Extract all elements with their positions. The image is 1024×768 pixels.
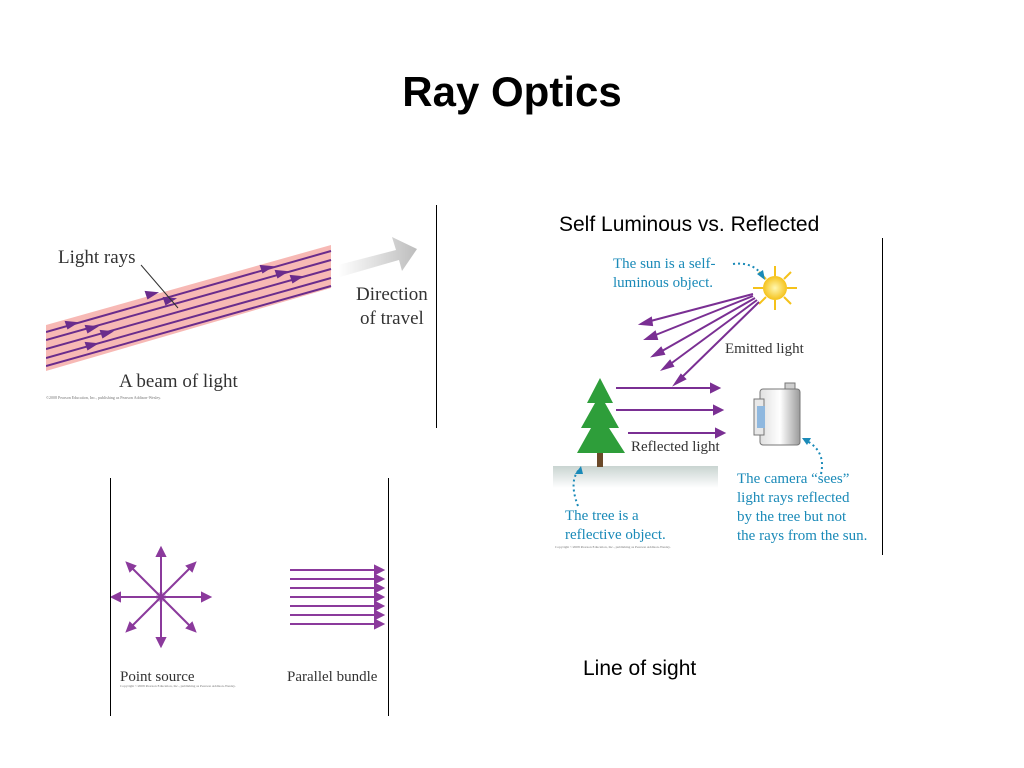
label-parallel-bundle: Parallel bundle xyxy=(287,669,378,685)
ray-arrowhead-icon xyxy=(374,591,386,603)
ray-arrowhead-icon xyxy=(155,637,167,649)
copyright-note: ©2008 Pearson Education, Inc., publishin… xyxy=(46,395,161,401)
figure-border xyxy=(436,205,437,428)
label-tree-line1: The tree is a xyxy=(565,508,639,524)
ray xyxy=(160,596,192,628)
line-of-sight-caption: Line of sight xyxy=(583,657,697,680)
figure-border xyxy=(882,238,883,555)
self-luminous-reflected-figure: The sun is a self- luminous object. Emit… xyxy=(553,238,883,556)
reflection-diagram: The sun is a self- luminous object. Emit… xyxy=(553,256,867,550)
ray-arrowhead-icon xyxy=(374,600,386,612)
emitted-rays xyxy=(637,293,760,387)
ray-arrowhead-icon xyxy=(185,621,197,633)
light-ray xyxy=(45,250,332,333)
ray-arrowhead-icon xyxy=(374,582,386,594)
label-sun-line2: luminous object. xyxy=(613,275,713,291)
ray-arrowhead-icon xyxy=(155,545,167,557)
ray-arrowhead-icon xyxy=(125,561,137,573)
copyright-note: Copyright ©2008 Pearson Education, Inc.,… xyxy=(555,544,671,550)
ray-arrowhead-icon xyxy=(713,404,725,416)
ray-arrowhead-icon xyxy=(84,324,100,334)
camera-callout-arrow xyxy=(804,439,823,475)
ray-arrowhead-icon xyxy=(162,296,178,306)
ray-arrowhead-icon xyxy=(274,269,290,279)
camera-icon xyxy=(753,382,801,446)
light-rays xyxy=(45,250,332,367)
callout-arrowheads xyxy=(575,270,811,474)
light-ray xyxy=(45,268,332,350)
direction-arrow-icon xyxy=(338,237,417,277)
copyright-note: Copyright ©2008 Pearson Education, Inc.,… xyxy=(120,683,236,689)
arrowhead-icon xyxy=(802,438,811,445)
ray-arrowhead-icon xyxy=(99,329,115,339)
ray-arrowhead-icon xyxy=(64,320,80,330)
emitted-ray xyxy=(654,297,756,356)
label-leader-line xyxy=(140,264,179,309)
ray-arrowhead-icon xyxy=(710,382,722,394)
sources-diagram: Point source Parallel bundle Copyright ©… xyxy=(109,545,386,689)
ray-arrowhead-icon xyxy=(374,609,386,621)
ray-arrowhead-icon xyxy=(201,591,213,603)
ray-arrowhead-icon xyxy=(144,290,160,300)
arrowhead-icon xyxy=(575,466,583,474)
tree-icon xyxy=(577,378,625,467)
ground xyxy=(553,466,718,488)
ray-arrowhead-icon xyxy=(259,264,275,274)
ray-arrowhead-icon xyxy=(715,427,727,439)
ray-arrowhead-icon xyxy=(650,346,666,358)
label-reflected-light: Reflected light xyxy=(631,439,721,455)
ray xyxy=(130,596,162,628)
sun-icon xyxy=(753,266,797,310)
emitted-ray xyxy=(664,299,758,369)
emitted-ray xyxy=(676,301,760,383)
ray-arrowhead-icon xyxy=(84,341,100,351)
ray-arrowhead-icon xyxy=(374,564,386,576)
label-camera-line3: by the tree but not xyxy=(737,509,847,525)
light-ray xyxy=(45,285,332,367)
slide-title: Ray Optics xyxy=(402,68,622,115)
emitted-ray xyxy=(642,293,754,324)
beam-diagram: Light rays Direction of travel A beam of… xyxy=(45,237,428,401)
ray-arrowhead-icon xyxy=(659,359,675,371)
ray-arrowhead-icon xyxy=(637,316,654,327)
label-sun-line1: The sun is a self- xyxy=(613,256,715,272)
ray-arrowhead-icon xyxy=(672,373,687,387)
label-emitted-light: Emitted light xyxy=(725,341,805,357)
emitted-ray xyxy=(647,295,754,339)
ray xyxy=(130,566,162,598)
figure-border xyxy=(388,478,389,716)
label-point-source: Point source xyxy=(120,669,195,685)
ray-arrowhead-icon xyxy=(109,591,121,603)
label-camera-line1: The camera “sees” xyxy=(737,471,849,487)
beam-of-light-figure: Light rays Direction of travel A beam of… xyxy=(45,205,438,430)
label-camera-line2: light rays reflected xyxy=(737,490,850,506)
ray-arrowhead-icon xyxy=(374,618,386,630)
ray-arrowhead-icon xyxy=(185,561,197,573)
ray-arrowhead-icon xyxy=(643,330,659,340)
arrowhead-icon xyxy=(757,270,765,280)
ray-arrowhead-icon xyxy=(289,274,305,284)
label-beam: A beam of light xyxy=(119,371,238,392)
ray-arrowhead-icon xyxy=(125,621,137,633)
label-direction-line2: of travel xyxy=(360,308,424,329)
label-camera-line4: the rays from the sun. xyxy=(737,528,867,544)
label-tree-line2: reflective object. xyxy=(565,527,666,543)
self-luminous-caption: Self Luminous vs. Reflected xyxy=(559,213,820,236)
point-source-parallel-bundle-figure: Point source Parallel bundle Copyright ©… xyxy=(109,540,388,692)
ray-arrowhead-icon xyxy=(374,573,386,585)
label-direction-line1: Direction xyxy=(356,284,428,305)
reflected-rays xyxy=(616,382,727,439)
point-source xyxy=(109,545,213,649)
ray xyxy=(160,566,192,598)
parallel-bundle xyxy=(290,564,386,630)
label-light-rays: Light rays xyxy=(58,247,136,268)
